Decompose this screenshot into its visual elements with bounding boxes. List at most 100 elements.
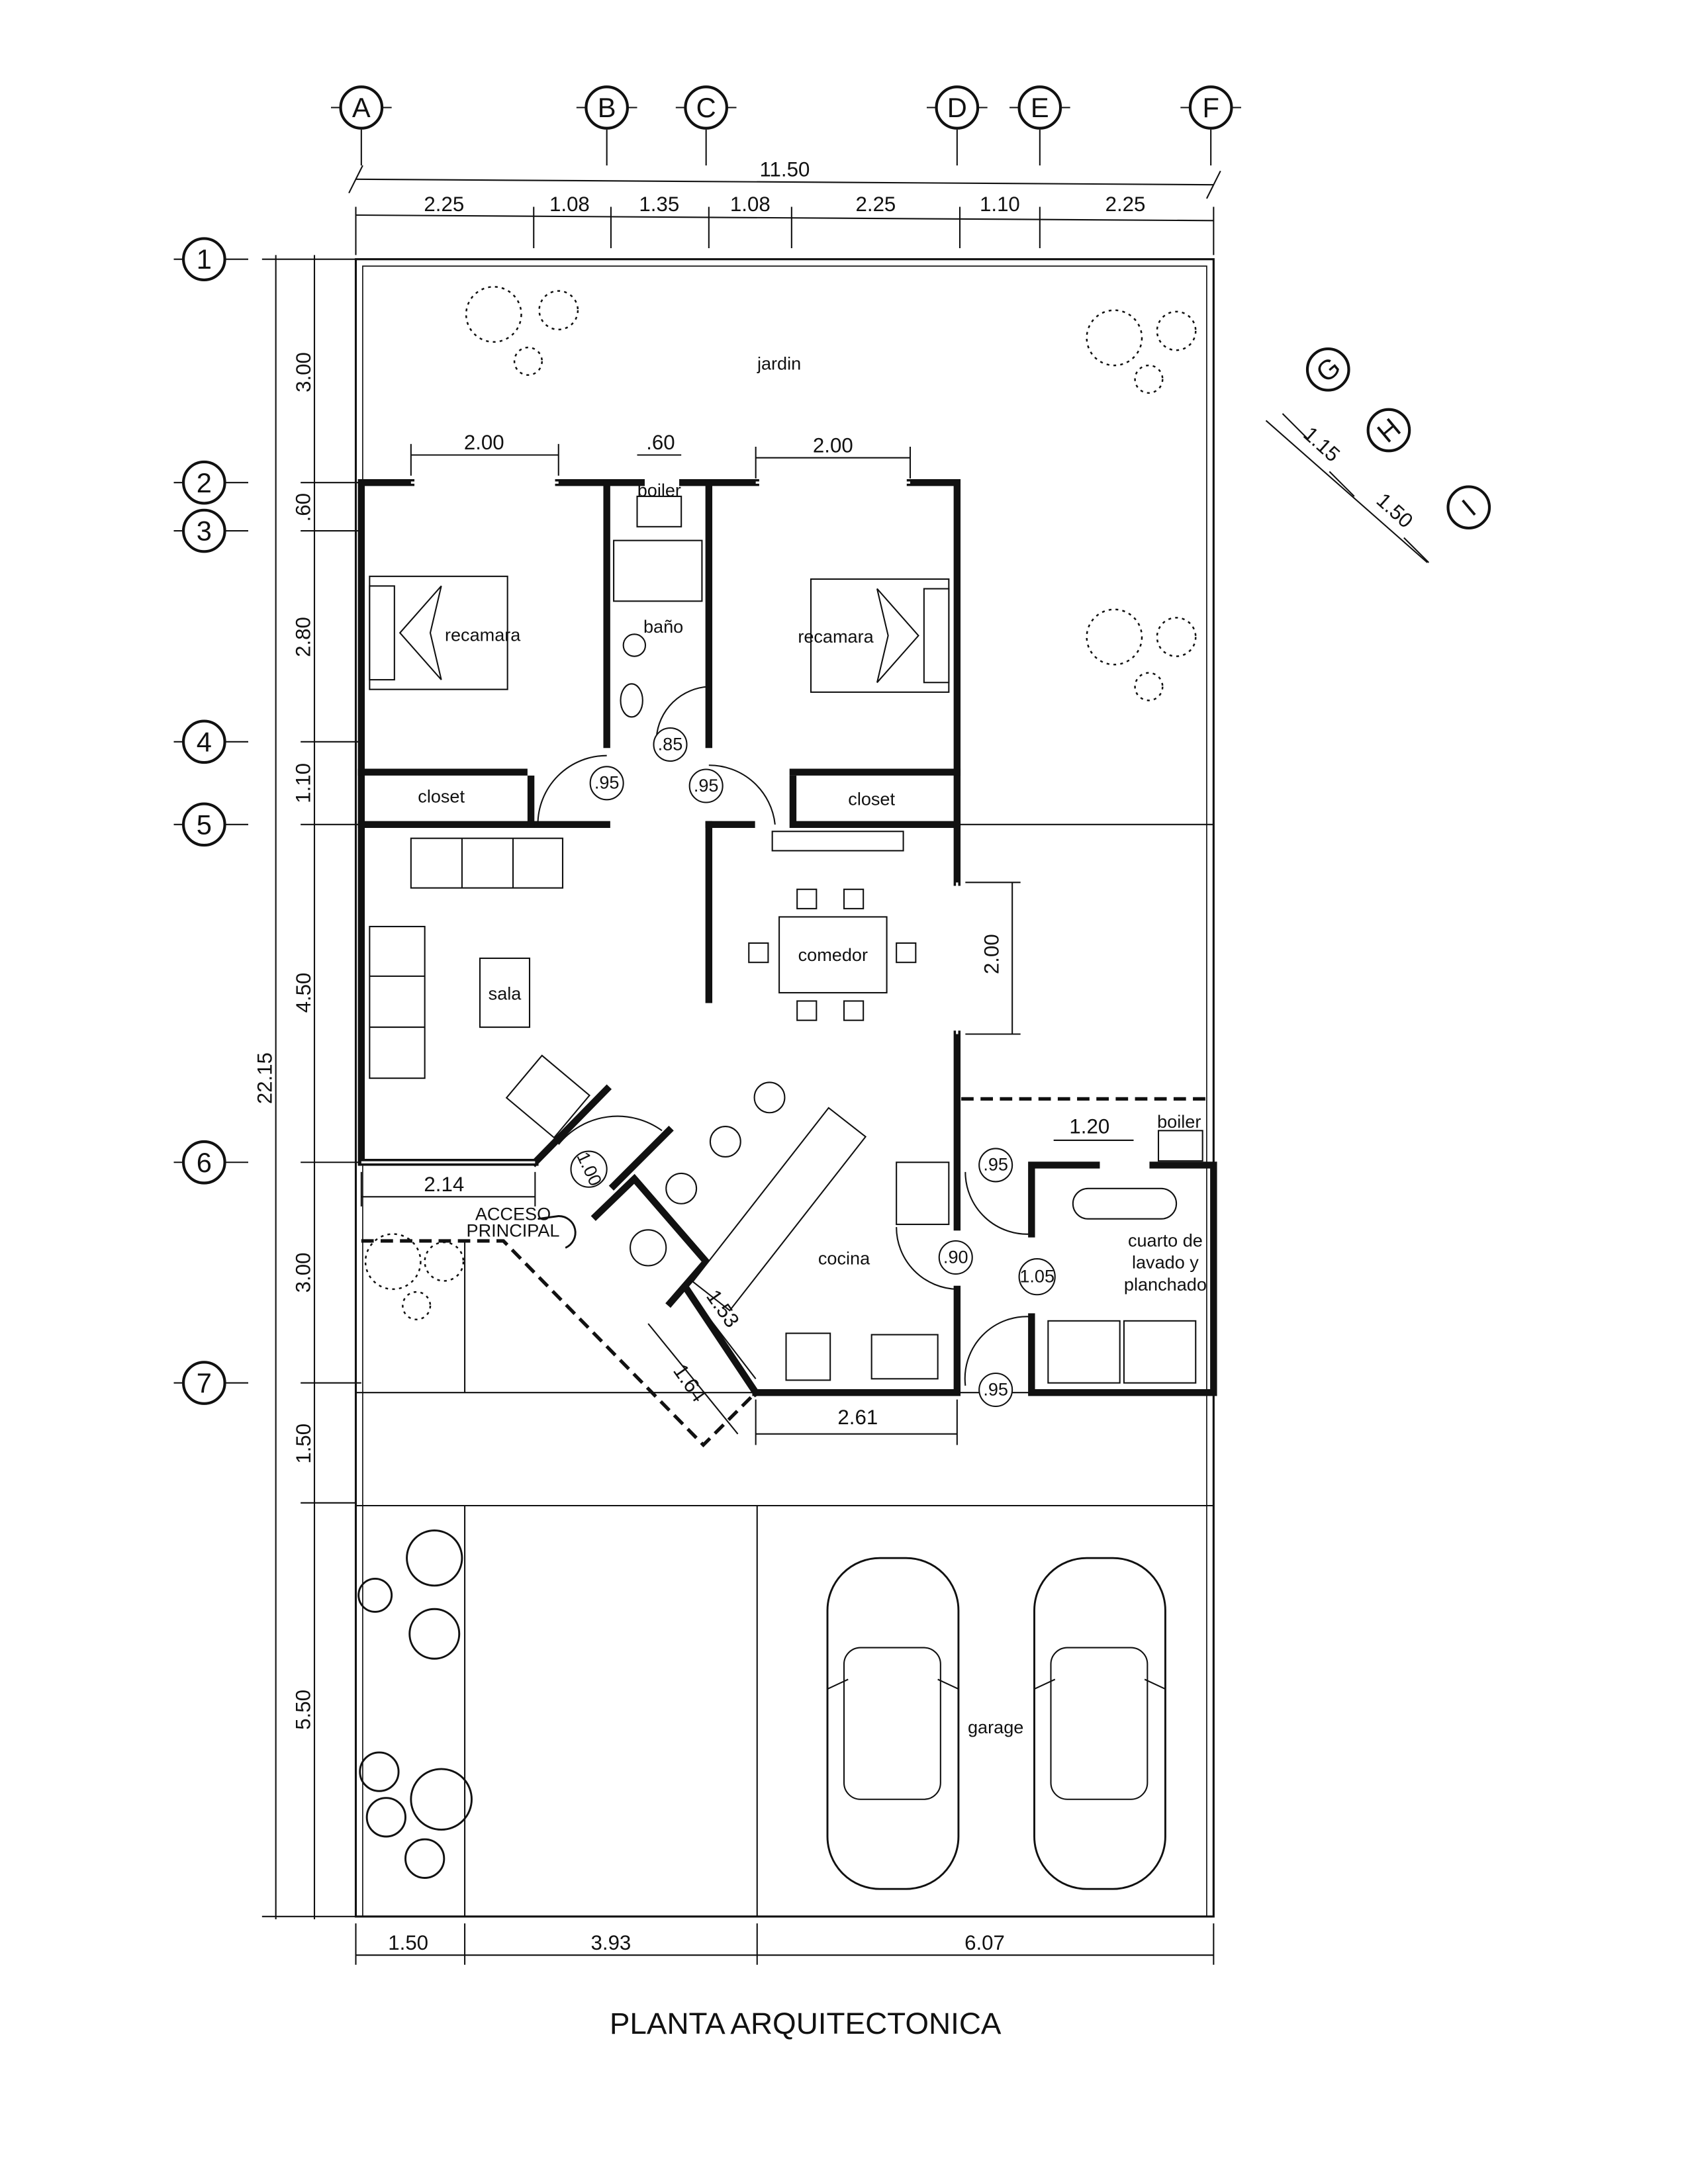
tree-icon: [538, 290, 579, 331]
grid-bubble-e: E: [1009, 85, 1070, 166]
cars: [826, 1557, 1166, 1890]
room-label-laundry: cuarto de: [1128, 1230, 1203, 1250]
svg-text:1.50: 1.50: [292, 1424, 315, 1464]
svg-text:2.80: 2.80: [292, 617, 315, 657]
door-tag: .95: [589, 766, 624, 801]
door-tag: .95: [688, 768, 724, 803]
bed-left: [369, 575, 508, 690]
coffee-table: [479, 957, 531, 1028]
entrance-boundary: [361, 1239, 757, 1448]
boiler-laundry: [1157, 1130, 1203, 1162]
grid-bubble-1: 1: [173, 237, 248, 281]
svg-text:.95: .95: [983, 1154, 1008, 1175]
svg-text:4: 4: [197, 726, 212, 757]
grid-bubble-a: A: [331, 85, 392, 166]
grid-bubble-f: F: [1180, 85, 1242, 166]
svg-text:A: A: [352, 92, 371, 123]
svg-text:1.10: 1.10: [292, 763, 315, 803]
room-label-bedroom-left: recamara: [445, 625, 521, 645]
shower: [613, 539, 703, 602]
grid-bubble-6: 6: [173, 1140, 248, 1185]
svg-text:.95: .95: [983, 1379, 1008, 1399]
svg-text:B: B: [598, 92, 616, 123]
door-tag: .95: [978, 1372, 1013, 1408]
svg-text:2.61: 2.61: [837, 1406, 878, 1429]
grid-rows: 1 2 3 4 5 6 7: [173, 237, 248, 1405]
top-dimensions: 11.50 2.25 1.08 1.35 1.08 2.25 1.10 2.25: [348, 158, 1221, 255]
room-label-bedroom-right: recamara: [798, 626, 874, 647]
boiler-label: boiler: [637, 480, 681, 500]
bottom-dimensions: 1.50 3.93 6.07: [355, 1923, 1215, 1965]
svg-text:7: 7: [197, 1367, 212, 1398]
bed-right: [810, 578, 950, 693]
grid-bubble-5: 5: [173, 802, 248, 847]
tree-icon: [365, 1797, 406, 1838]
tree-icon: [513, 346, 543, 376]
room-label-closet-left: closet: [418, 786, 465, 807]
tree-icon: [404, 1838, 445, 1879]
armchair: [505, 1054, 591, 1139]
tree-icon: [1086, 309, 1143, 367]
tree-icon: [1134, 672, 1164, 702]
trees: [357, 286, 1197, 1879]
door-tags: .95 .85 .95 1.00 .95 .90 1.05 .95: [570, 727, 1056, 1408]
sofa-top: [410, 837, 564, 889]
svg-text:2.14: 2.14: [424, 1173, 464, 1196]
drawing-title: PLANTA ARQUITECTONICA: [610, 2007, 1002, 2040]
grid-bubble-3: 3: [173, 508, 248, 553]
tree-icon: [424, 1241, 465, 1282]
refrigerator: [896, 1161, 950, 1226]
svg-text:1.50: 1.50: [1372, 488, 1418, 533]
room-label-garden: jardin: [757, 353, 801, 373]
svg-text:3: 3: [197, 516, 212, 547]
svg-text:1.15: 1.15: [1299, 422, 1344, 467]
furniture: [369, 495, 1203, 1384]
room-label-bathroom: baño: [643, 616, 683, 637]
svg-text:2.00: 2.00: [813, 433, 853, 457]
dining-table: [748, 888, 917, 1021]
grid-diagonal: G H I 1.15 1.50: [1265, 347, 1491, 563]
interior-dimensions: 2.00 .60 2.00 2.00 1.20 2.14 1.53 1.64 2…: [360, 431, 1134, 1445]
svg-text:.85: .85: [658, 733, 683, 754]
svg-text:2.00: 2.00: [464, 431, 504, 454]
svg-text:.90: .90: [943, 1246, 968, 1267]
svg-text:11.50: 11.50: [759, 158, 810, 181]
svg-text:3.93: 3.93: [591, 1931, 632, 1954]
svg-text:1.10: 1.10: [980, 193, 1020, 216]
room-label-laundry: planchado: [1124, 1274, 1207, 1295]
door-tag: .85: [653, 727, 688, 762]
room-label-living: sala: [489, 983, 522, 1003]
tree-icon: [406, 1529, 463, 1587]
svg-text:F: F: [1202, 92, 1219, 123]
svg-text:6: 6: [197, 1147, 212, 1178]
door-swings: [537, 686, 1032, 1386]
lot-boundary: [354, 258, 1215, 1918]
tree-icon: [465, 286, 522, 343]
room-label-closet-right: closet: [848, 789, 895, 809]
entrance-label: PRINCIPAL: [467, 1220, 560, 1241]
sofa-left: [369, 925, 426, 1079]
grid-bubble-4: 4: [173, 719, 248, 764]
sideboard: [771, 831, 904, 852]
ironing-board: [1072, 1187, 1178, 1220]
svg-text:5.50: 5.50: [292, 1690, 315, 1730]
room-label-garage: garage: [968, 1717, 1023, 1737]
tree-icon: [410, 1768, 473, 1831]
svg-text:2.25: 2.25: [1105, 193, 1146, 216]
svg-text:.95: .95: [694, 775, 719, 796]
svg-text:.95: .95: [594, 772, 620, 793]
tree-icon: [1156, 310, 1197, 351]
svg-text:1: 1: [197, 244, 212, 275]
tree-icon: [357, 1577, 393, 1613]
svg-text:6.07: 6.07: [964, 1931, 1005, 1954]
grid-bubble-d: D: [927, 85, 988, 166]
bar-stool: [665, 1172, 698, 1205]
tree-icon: [1156, 617, 1197, 657]
car-icon: [826, 1557, 960, 1890]
grid-columns: A B C D E F: [331, 85, 1242, 166]
walls: [357, 478, 1217, 1398]
svg-text:3.00: 3.00: [292, 352, 315, 392]
svg-text:1.35: 1.35: [639, 193, 679, 216]
svg-text:1.64: 1.64: [669, 1360, 711, 1406]
